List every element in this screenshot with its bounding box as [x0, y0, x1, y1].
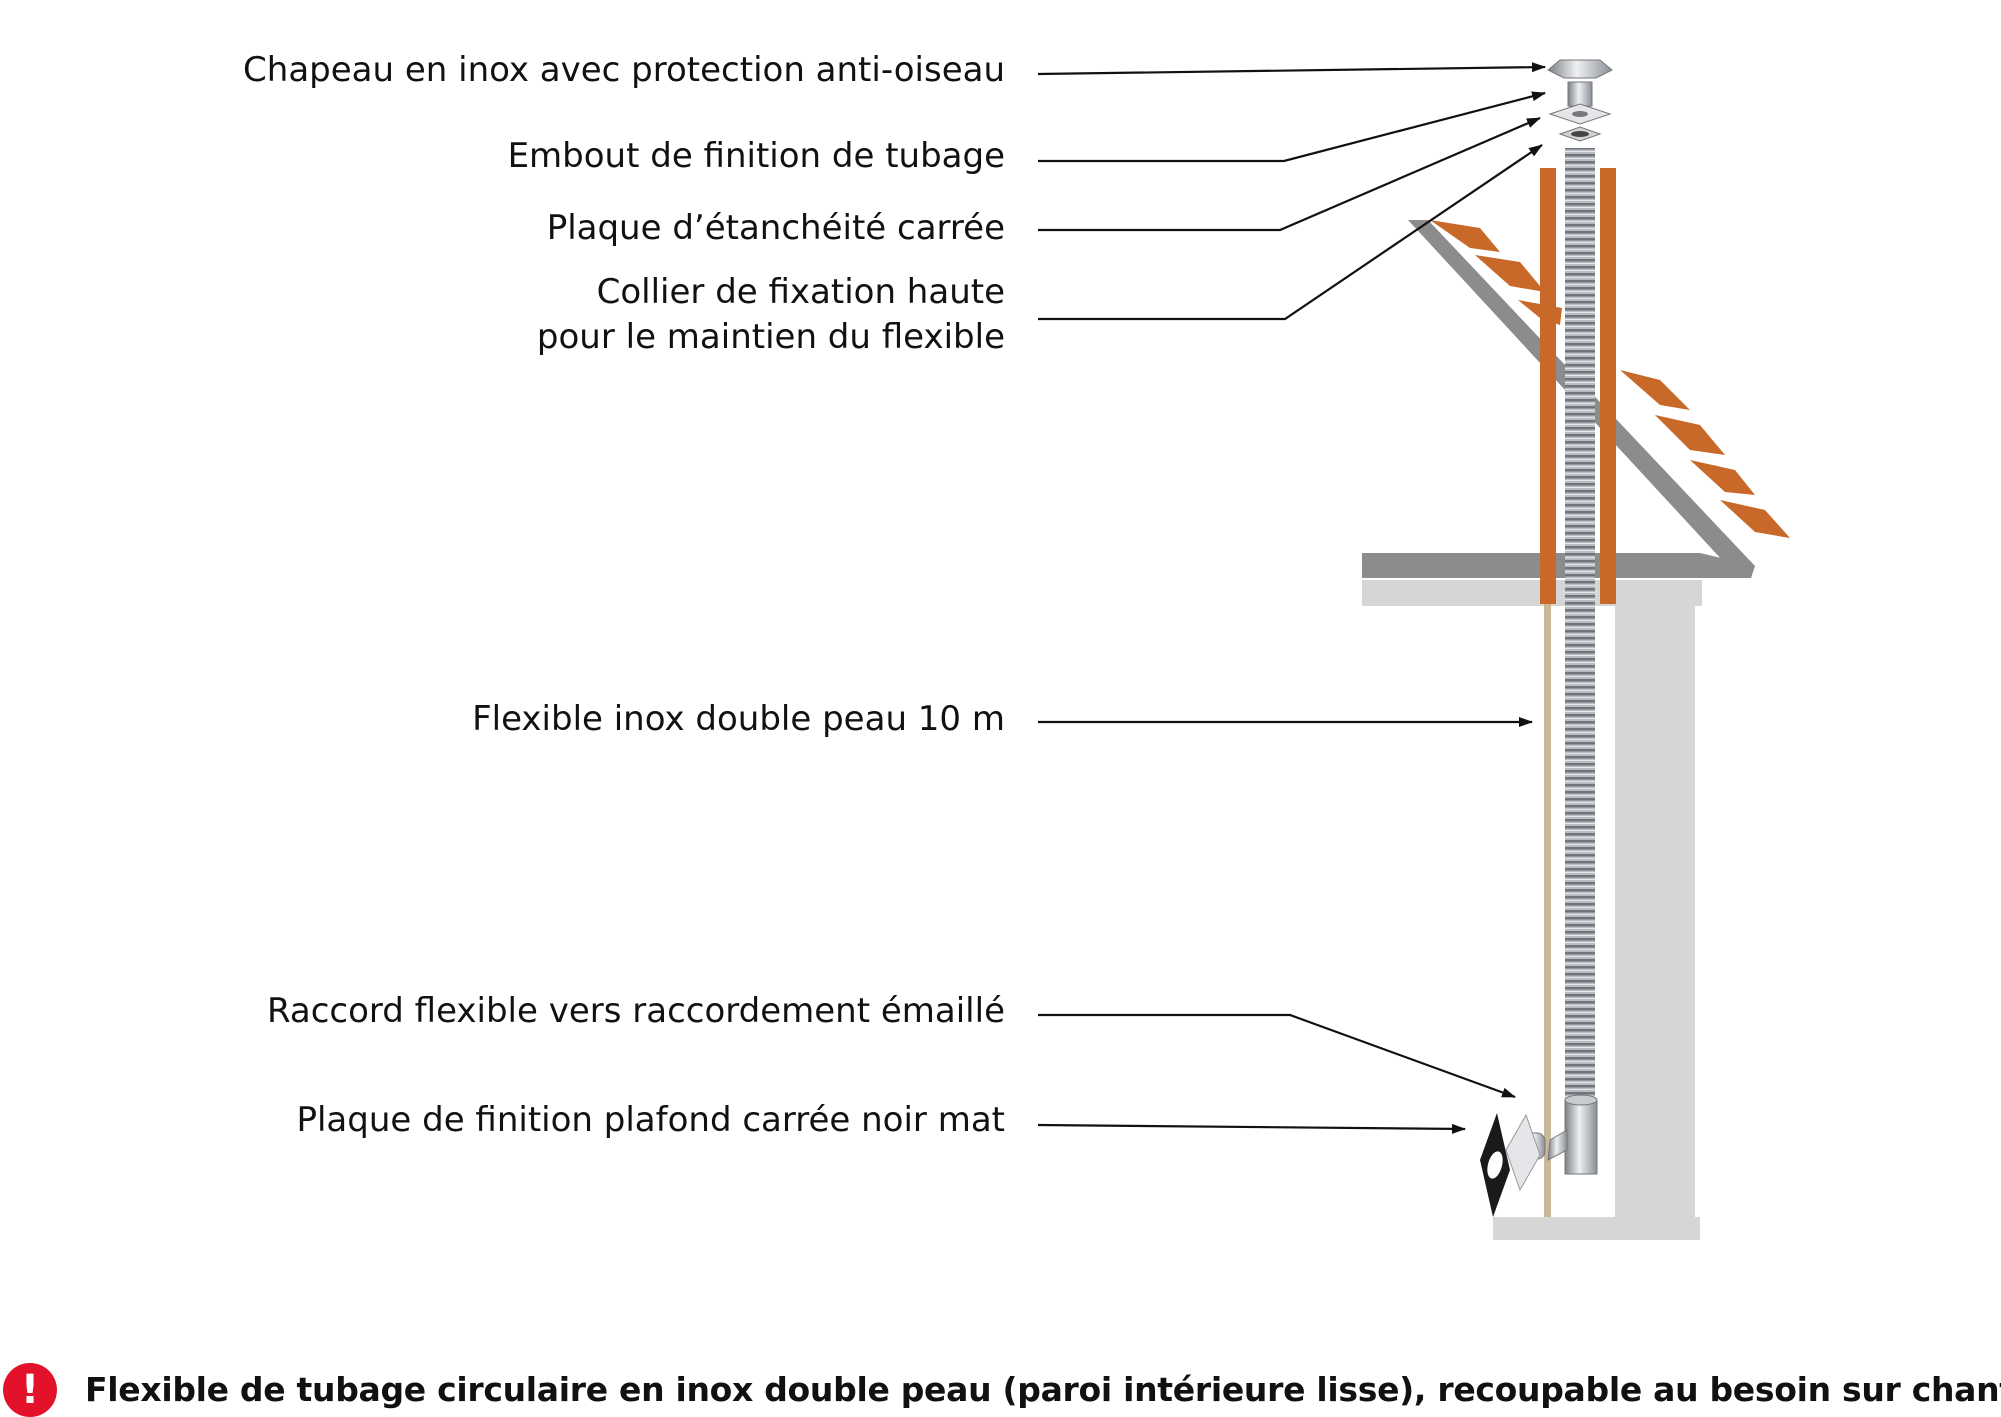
raccord-body [1564, 1099, 1598, 1175]
label-collier: Collier de fixation haute pour le mainti… [537, 270, 1005, 360]
top-components [1547, 59, 1613, 142]
roof-slope [1362, 553, 1755, 578]
leader-embout [1038, 91, 1546, 163]
embout-part [1567, 81, 1593, 107]
chapeau-cap [1547, 59, 1613, 79]
bottom-components [1480, 1094, 1598, 1217]
house-wall [1615, 580, 1695, 1240]
floor-slab [1493, 1217, 1700, 1240]
label-raccord: Raccord flexible vers raccordement émail… [266, 991, 1005, 1031]
label-collier-line1: Collier de fixation haute [596, 272, 1005, 312]
chimney-wall-left [1540, 168, 1556, 604]
leader-collier [1038, 144, 1543, 321]
raccord-elbow [1547, 1129, 1568, 1161]
flexible-pipe [1565, 148, 1595, 1100]
chimney-wall-right [1600, 168, 1616, 604]
leader-raccord [1038, 1013, 1516, 1099]
leader-plaque-finition [1037, 1123, 1466, 1134]
plaque-finition-back [1505, 1113, 1541, 1192]
leader-lines [1037, 62, 1546, 1134]
leader-chapeau [1037, 62, 1546, 76]
label-embout: Embout de finition de tubage [507, 136, 1005, 176]
label-collier-line2: pour le maintien du flexible [536, 317, 1005, 357]
exclamation-icon: ! [3, 1363, 57, 1417]
label-plaque-etancheite: Plaque d’étanchéité carrée [546, 208, 1005, 248]
conduit [1544, 604, 1551, 1217]
note-text: Flexible de tubage circulaire en inox do… [85, 1370, 2001, 1409]
label-plaque-finition: Plaque de finition plafond carrée noir m… [296, 1100, 1005, 1140]
leader-plaque-etancheite [1038, 116, 1541, 232]
label-flexible: Flexible inox double peau 10 m [472, 699, 1005, 739]
label-chapeau: Chapeau en inox avec protection anti-ois… [243, 50, 1005, 90]
